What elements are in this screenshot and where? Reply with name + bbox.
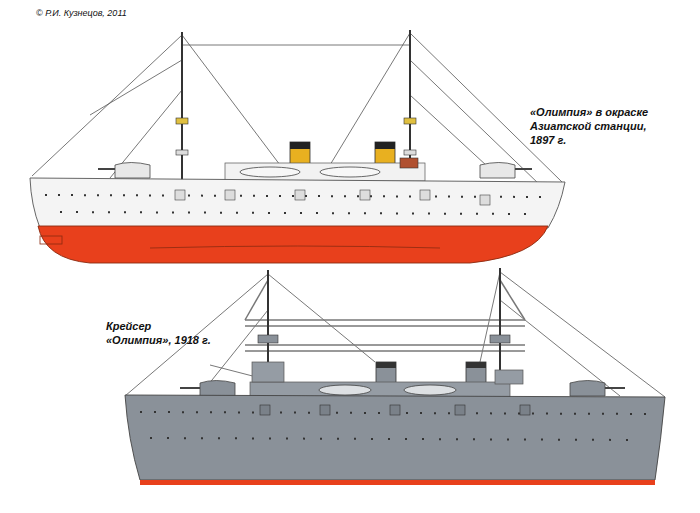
- copyright-note: © Р.И. Кузнецов, 2011: [36, 8, 236, 19]
- cruiser-1918: [125, 268, 665, 485]
- caption-1918: Крейсер «Олимпия», 1918 г.: [106, 320, 216, 348]
- cruiser-1897: [30, 30, 565, 263]
- caption-1897: «Олимпия» в окраске Азиатской станции, 1…: [530, 106, 660, 147]
